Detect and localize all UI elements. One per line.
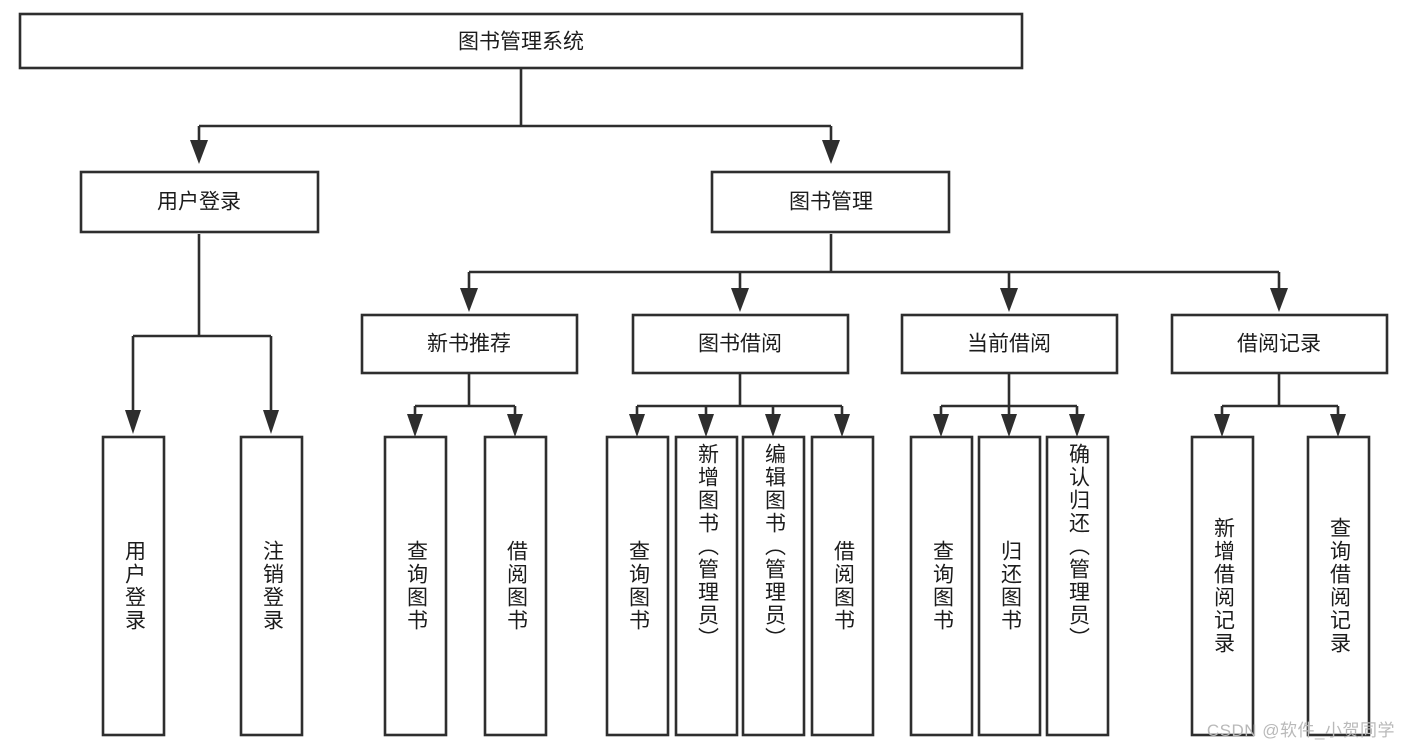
node-leaf-return-book-box[interactable]	[977, 435, 1042, 737]
node-leaf-query-book-2-box[interactable]	[605, 435, 670, 737]
csdn-watermark: CSDN @软件_小贺同学	[1206, 721, 1395, 740]
node-borrow-record[interactable]: 借阅记录	[1170, 313, 1389, 375]
node-leaf-query-book-1-box[interactable]	[383, 435, 448, 737]
node-current-borrow[interactable]: 当前借阅	[900, 313, 1119, 375]
arrow-head-book-borrow	[731, 288, 749, 312]
node-book-borrow-box[interactable]	[631, 313, 850, 375]
node-leaf-confirm-return-box[interactable]	[1045, 435, 1110, 737]
arrow-head-user-login	[190, 140, 208, 164]
node-root-label: 图书管理系统	[458, 31, 584, 54]
node-leaf-add-record-box[interactable]	[1190, 435, 1255, 737]
connector-new-book-recommend-to-leaves	[407, 374, 523, 437]
arrow-head-current-borrow	[1000, 288, 1018, 312]
connector-user-login-to-leaves	[125, 234, 279, 434]
node-leaf-borrow-book-1-box[interactable]	[483, 435, 548, 737]
node-book-management-label: 图书管理	[789, 191, 873, 214]
connector-book-management-to-level3	[460, 234, 1288, 312]
node-book-management-box[interactable]	[710, 170, 951, 234]
node-root[interactable]: 图书管理系统	[18, 12, 1024, 70]
node-new-book-recommend[interactable]: 新书推荐	[360, 313, 579, 375]
node-leaf-logout-login-box[interactable]	[239, 435, 304, 737]
arrow-head-leaf-borrow-book-2	[834, 414, 850, 437]
leaf-node-boxes	[101, 435, 1371, 737]
node-user-login-label: 用户登录	[157, 191, 241, 214]
node-book-management[interactable]: 图书管理	[710, 170, 951, 234]
arrow-head-leaf-logout	[263, 410, 279, 434]
arrow-head-leaf-query-record	[1330, 414, 1346, 437]
arrow-head-leaf-query-book-2	[629, 414, 645, 437]
arrow-head-leaf-query-book-1	[407, 414, 423, 437]
node-leaf-user-login-box[interactable]	[101, 435, 166, 737]
node-book-borrow[interactable]: 图书借阅	[631, 313, 850, 375]
arrow-head-leaf-edit-book	[765, 414, 781, 437]
node-user-login[interactable]: 用户登录	[79, 170, 320, 234]
node-book-borrow-label: 图书借阅	[698, 333, 782, 356]
node-leaf-query-record-box[interactable]	[1306, 435, 1371, 737]
node-borrow-record-label: 借阅记录	[1237, 333, 1321, 356]
node-borrow-record-box[interactable]	[1170, 313, 1389, 375]
node-root-box[interactable]	[18, 12, 1024, 70]
node-user-login-box[interactable]	[79, 170, 320, 234]
arrow-head-leaf-add-record	[1214, 414, 1230, 437]
arrow-head-book-management	[822, 140, 840, 164]
node-new-book-recommend-label: 新书推荐	[427, 333, 511, 356]
connector-current-borrow-to-leaves	[933, 374, 1085, 437]
node-leaf-query-book-3-box[interactable]	[909, 435, 974, 737]
arrow-head-leaf-user-login	[125, 410, 141, 434]
arrow-head-leaf-return-book	[1001, 414, 1017, 437]
arrow-head-leaf-confirm-return	[1069, 414, 1085, 437]
node-leaf-borrow-book-2-box[interactable]	[810, 435, 875, 737]
arrow-head-leaf-borrow-book-1	[507, 414, 523, 437]
node-current-borrow-label: 当前借阅	[967, 333, 1051, 356]
arrow-head-borrow-record	[1270, 288, 1288, 312]
node-new-book-recommend-box[interactable]	[360, 313, 579, 375]
node-leaf-add-book-box[interactable]	[674, 435, 739, 737]
arrow-head-leaf-add-book	[698, 414, 714, 437]
connector-book-borrow-to-leaves	[629, 374, 850, 437]
connector-root-to-level2	[190, 69, 840, 164]
node-leaf-edit-book-box[interactable]	[741, 435, 806, 737]
node-current-borrow-box[interactable]	[900, 313, 1119, 375]
connector-borrow-record-to-leaves	[1214, 374, 1346, 437]
arrow-head-new-book-recommend	[460, 288, 478, 312]
arrow-head-leaf-query-book-3	[933, 414, 949, 437]
